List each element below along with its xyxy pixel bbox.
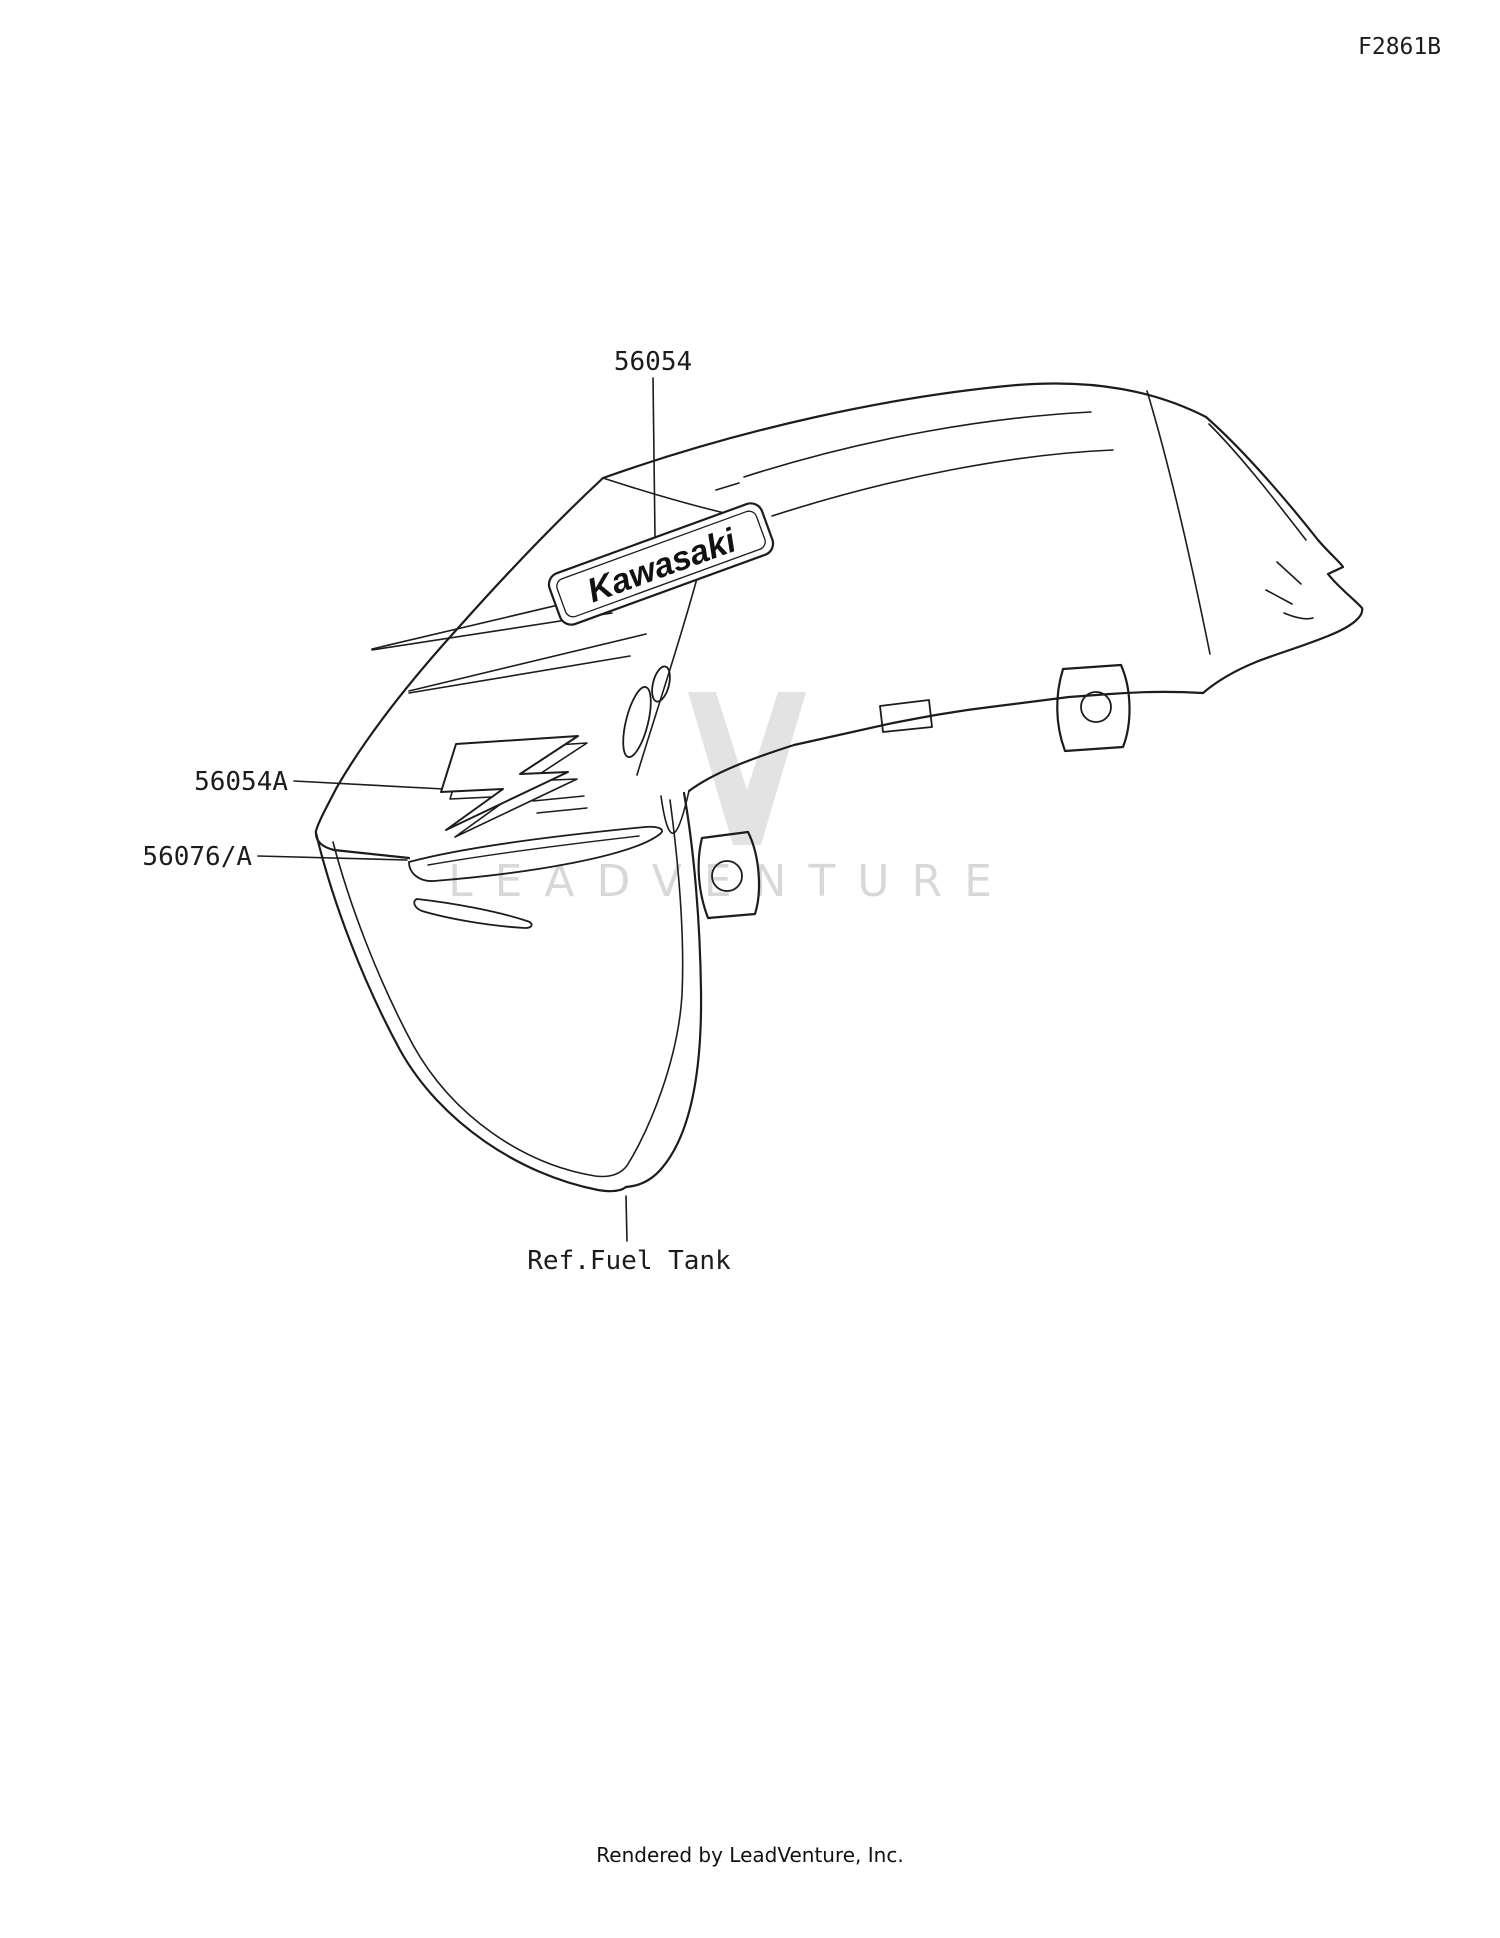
tank-right-edge — [1201, 415, 1364, 695]
watermark-text: LEADVENTURE — [448, 856, 1014, 907]
leader-line-56054A — [293, 780, 445, 790]
watermark-v-logo — [688, 692, 806, 845]
rear-mount-bracket — [1056, 663, 1131, 753]
stripe-decal-upper-inner — [427, 835, 640, 866]
edge-notch-tab — [879, 699, 933, 733]
z-emblem-detail-2 — [536, 807, 588, 814]
tank-bottom-edge — [687, 690, 1205, 793]
tank-rear-divider — [1146, 390, 1211, 655]
part-label-56054[interactable]: 56054 — [613, 347, 693, 377]
z-emblem-shadow — [449, 742, 588, 838]
part-label-56054A[interactable]: 56054A — [194, 767, 288, 797]
leader-line-ref-fuel-tank — [625, 1195, 628, 1242]
tank-right-inner-line — [1208, 423, 1307, 541]
leader-line-56076A — [257, 855, 408, 861]
tank-top-edge — [601, 382, 1208, 480]
z-emblem-decal — [440, 735, 588, 838]
stripe-decal-upper — [408, 825, 663, 882]
tank-crease-1 — [743, 411, 1092, 478]
rear-detail-line-2 — [1265, 589, 1293, 605]
leader-line-56054 — [652, 377, 656, 538]
shroud-right-edge — [624, 791, 703, 1189]
streak-crease-2a — [408, 633, 647, 692]
top-edge-notch — [715, 482, 740, 491]
footer-credit: Rendered by LeadVenture, Inc. — [596, 1843, 904, 1867]
shroud-vent-1 — [622, 686, 652, 758]
rear-bracket-hole — [1080, 691, 1112, 723]
center-bracket-hole — [711, 860, 743, 892]
shroud-inner-rolled-edge — [332, 799, 684, 1178]
ref-fuel-tank-label: Ref.Fuel Tank — [527, 1246, 731, 1276]
z-emblem-outline — [440, 735, 579, 831]
center-mount-bracket — [697, 830, 761, 920]
rear-detail-line-1 — [1276, 561, 1302, 585]
beak-inner-line — [602, 477, 738, 517]
kawasaki-logo-decal: Kawasaki — [547, 502, 775, 626]
tank-crease-2 — [771, 449, 1114, 517]
z-emblem-detail-1 — [532, 795, 585, 802]
figure-code: F2861B — [1358, 34, 1442, 60]
shroud-lower-left-edge — [314, 831, 628, 1193]
streak-crease-2b — [408, 655, 631, 694]
shroud-joint-line — [660, 790, 690, 834]
rear-detail-line-3 — [1283, 612, 1314, 620]
part-label-56076A[interactable]: 56076/A — [142, 842, 252, 872]
stripe-decal-lower — [413, 898, 533, 929]
shroud-vent-2 — [651, 665, 671, 703]
